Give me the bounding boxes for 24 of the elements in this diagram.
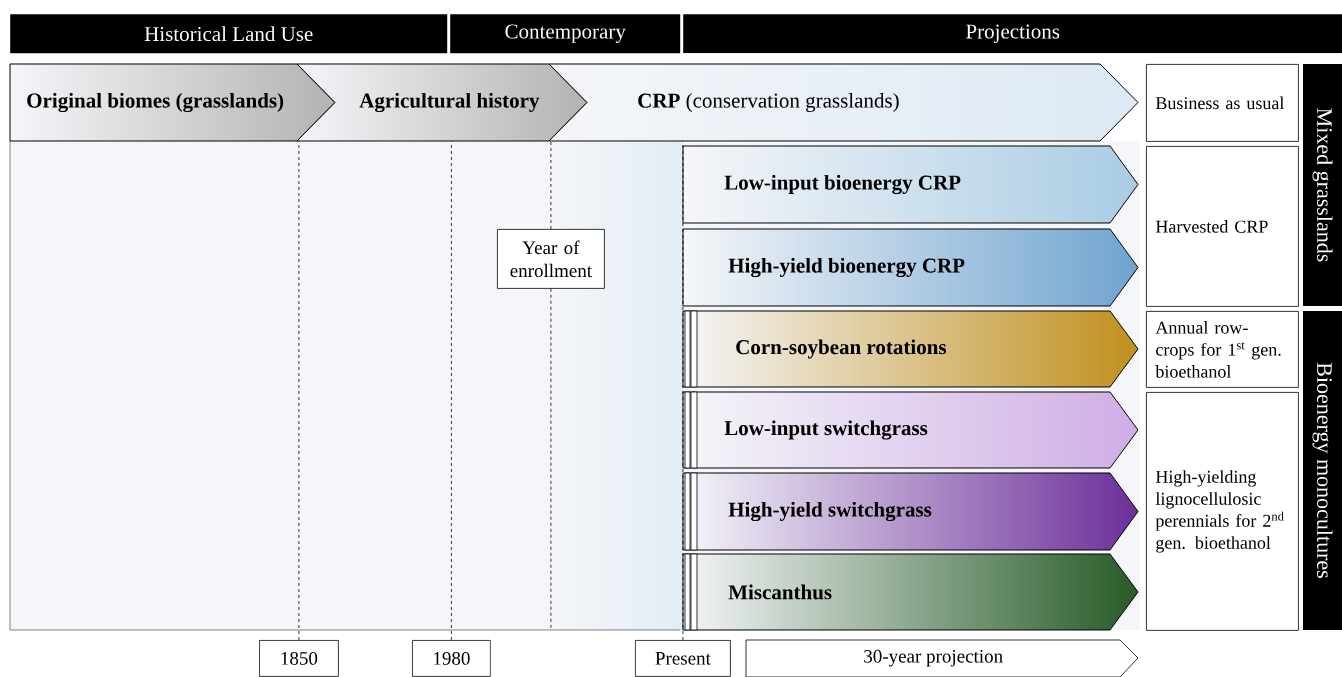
header-band: Historical Land Use <box>10 14 448 54</box>
year-box: 1980 <box>412 640 491 677</box>
dashed-line <box>682 141 684 641</box>
stage-band: Original biomes (grasslands) <box>9 63 336 142</box>
category-box: Annual row-crops for 1$^{st}$ gen. bioethanol <box>1146 311 1299 388</box>
stage-band: Low-input switchgrass <box>682 391 1139 469</box>
stage-band: Low-input bioenergy CRP <box>682 145 1139 224</box>
dashed-line <box>451 141 452 641</box>
category-box: Business as usual <box>1146 64 1299 142</box>
stage-band: Corn-soybean rotations <box>682 310 1139 388</box>
side-band: Bioenergy monocultures <box>1303 311 1342 630</box>
stage-band: High-yield bioenergy CRP <box>682 228 1139 307</box>
category-box: High-yielding lignocellulosic perennials for 2$^{nd}$ gen. bioethanol <box>1146 392 1299 631</box>
header-band: Projections <box>683 14 1342 54</box>
stage-band: High-yield switchgrass <box>682 472 1139 551</box>
side-band: Mixed grasslands <box>1303 64 1342 306</box>
year-box: Year of enrollment <box>497 229 605 289</box>
dashed-line <box>550 141 552 230</box>
year-box: 1850 <box>259 640 339 677</box>
dashed-line <box>298 141 300 641</box>
stage-band: Miscanthus <box>682 553 1139 631</box>
category-box: Harvested CRP <box>1146 146 1299 307</box>
header-band: Contemporary <box>450 14 681 54</box>
year-box: Present <box>635 640 731 677</box>
